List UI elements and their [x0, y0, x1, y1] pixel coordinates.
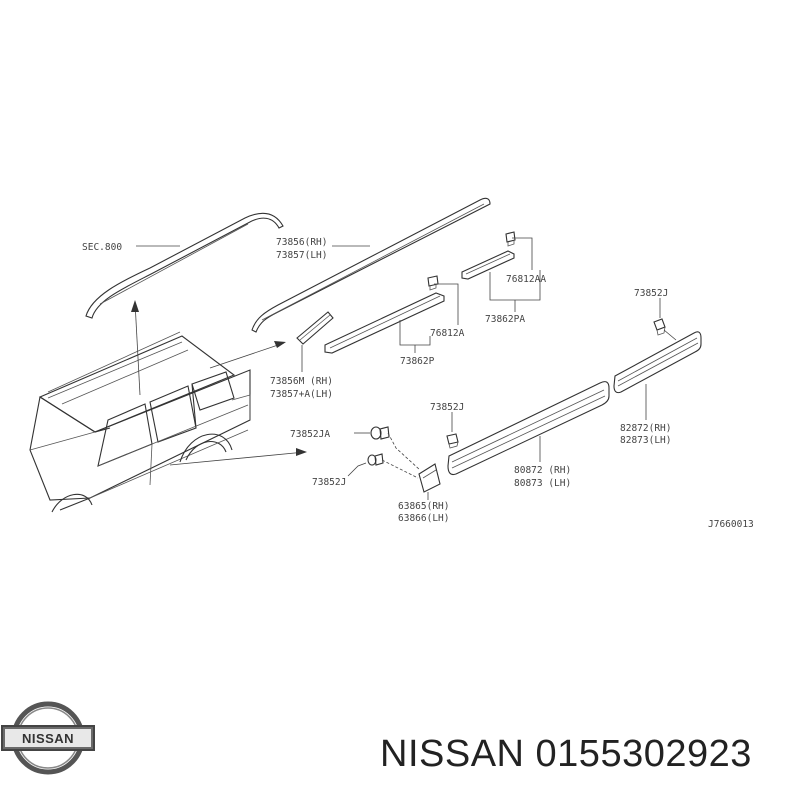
- label-73857a: 73857+A(LH): [270, 389, 333, 400]
- label-82872: 82872(RH): [620, 423, 671, 434]
- fender-molding-part: [418, 463, 441, 493]
- label-73852j-mid: 73852J: [430, 402, 464, 413]
- label-73852ja: 73852JA: [290, 429, 330, 440]
- label-73852j-top: 73852J: [634, 288, 668, 299]
- label-73857: 73857(LH): [276, 250, 327, 261]
- front-door-molding-part: [447, 381, 610, 476]
- label-73856m: 73856M (RH): [270, 376, 333, 387]
- rear-door-molding-part: [613, 331, 702, 394]
- label-63865: 63865(RH): [398, 501, 449, 512]
- clip-73852ja: [370, 426, 390, 440]
- label-73856: 73856(RH): [276, 237, 327, 248]
- clip-73852j-low: [367, 453, 384, 466]
- part-labels: SEC.800 73856(RH) 73857(LH) 76812AA 7386…: [82, 237, 754, 530]
- label-76812a: 76812A: [430, 328, 465, 339]
- label-80873: 80873 (LH): [514, 478, 571, 489]
- clip-73852j-top: [653, 318, 666, 336]
- drip-molding-part: [251, 197, 491, 333]
- label-diagram-code: J7660013: [708, 519, 754, 530]
- label-73852j-low: 73852J: [312, 477, 346, 488]
- label-80872: 80872 (RH): [514, 465, 571, 476]
- leader-lines: [136, 237, 677, 500]
- rear-window-molding-part: [461, 231, 516, 280]
- logo-text: NISSAN: [22, 731, 74, 746]
- nissan-logo: NISSAN: [1, 701, 95, 775]
- car-outline: [29, 331, 251, 513]
- window-molding-part: [324, 275, 445, 354]
- label-sec800: SEC.800: [82, 242, 122, 253]
- label-63866: 63866(LH): [398, 513, 449, 524]
- label-76812aa: 76812AA: [506, 274, 546, 285]
- part-number-title: NISSAN 0155302923: [380, 733, 752, 775]
- label-73862p: 73862P: [400, 356, 435, 367]
- pillar-molding-part: [296, 311, 334, 345]
- roof-molding-part: [85, 212, 284, 319]
- label-82873: 82873(LH): [620, 435, 671, 446]
- label-73862pa: 73862PA: [485, 314, 525, 325]
- clip-73852j-mid: [446, 433, 459, 449]
- pointer-arrows: [131, 300, 307, 466]
